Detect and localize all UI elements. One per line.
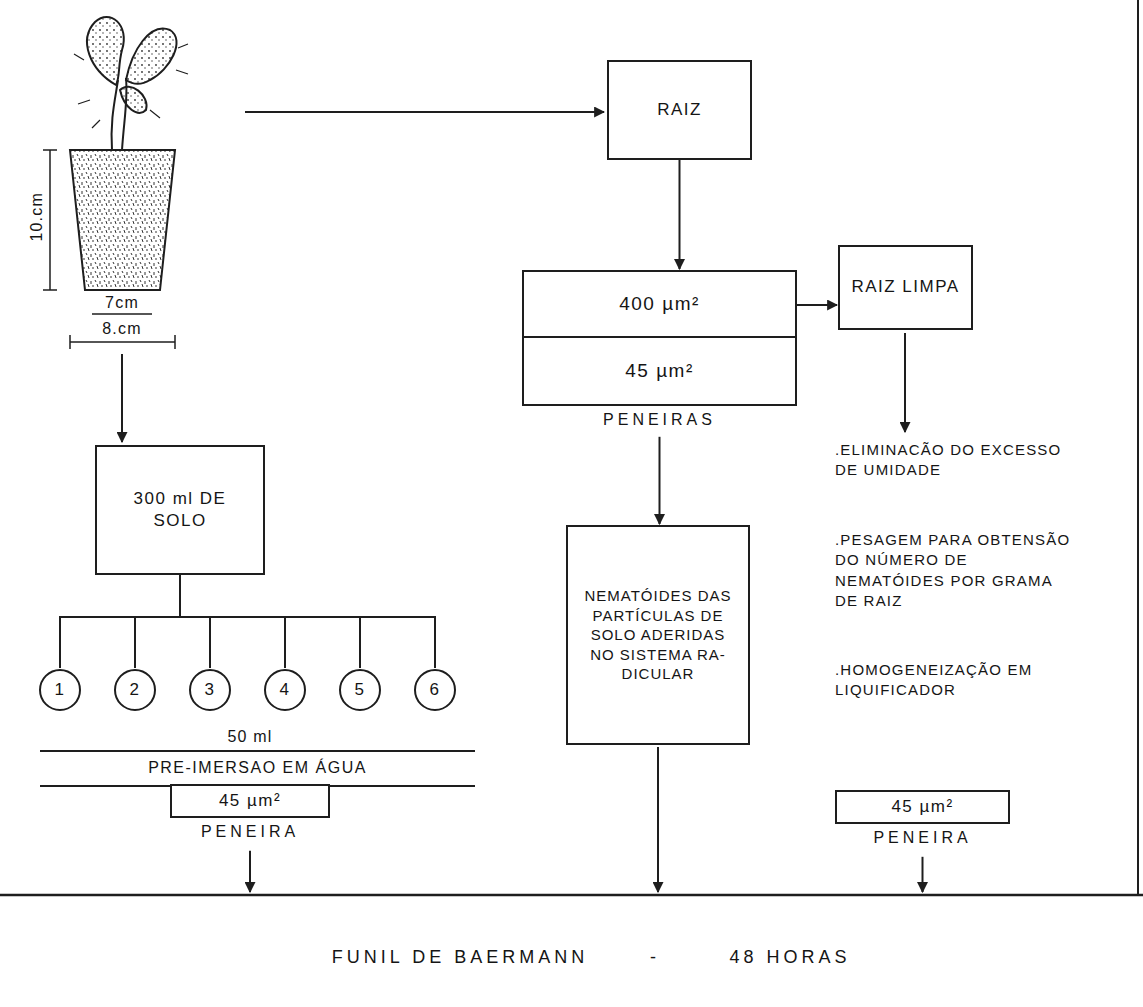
dimension-label: 10.cm <box>26 182 48 252</box>
dimension-label: 7cm <box>92 292 152 314</box>
flow-connector <box>135 575 180 668</box>
flow-connector <box>180 575 360 668</box>
volume-label: 50 ml <box>200 726 300 748</box>
flow-connector <box>180 575 210 668</box>
flow-connector <box>679 160 681 269</box>
sieve-cell: 45 µm² <box>522 338 797 406</box>
funnel-arrow <box>249 851 251 892</box>
box-text: NEMATÓIDES DAS PARTÍCULAS DE SOLO ADERID… <box>576 586 740 684</box>
callout-number: 1 <box>55 679 66 701</box>
sample-circle: 1 <box>38 668 82 712</box>
step-note: .ELIMINACÃO DO EXCESSO DE UMIDADE <box>835 440 1075 481</box>
callout-number: 2 <box>130 679 141 701</box>
step-note: .HOMOGENEIZAÇÃO EM LIQUIFICADOR <box>835 660 1075 701</box>
flow-connector <box>60 575 180 668</box>
mesh-size: 45 µm² <box>219 790 281 812</box>
mesh-size: 400 µm² <box>619 292 700 317</box>
box-text: RAIZ LIMPA <box>851 276 959 298</box>
mesh-size: 45 µm² <box>625 359 694 384</box>
flow-connector <box>659 437 661 524</box>
step-note: .PESAGEM PARA OBTENSÃO DO NÚMERO DE NEMA… <box>835 530 1075 611</box>
sieve-cell: 400 µm² <box>522 270 797 338</box>
funnel-label: - <box>640 945 670 969</box>
process-box: 300 ml DE SOLO <box>95 445 265 575</box>
sieve-cell: 45 µm² <box>835 790 1010 824</box>
result-box: NEMATÓIDES DAS PARTÍCULAS DE SOLO ADERID… <box>566 525 750 745</box>
funnel-arrow <box>922 857 924 892</box>
mesh-size: 45 µm² <box>891 796 953 818</box>
sieve-cell: 45 µm² <box>170 784 330 818</box>
sample-circle: 6 <box>413 668 457 712</box>
flow-connector <box>180 575 285 668</box>
flow-connector <box>797 304 837 306</box>
plant-illustration <box>43 17 188 349</box>
sample-circle: 2 <box>113 668 157 712</box>
funnel-arrow <box>657 747 659 892</box>
flow-arrows <box>0 0 1143 895</box>
callout-number: 5 <box>355 679 366 701</box>
callout-number: 6 <box>430 679 441 701</box>
soak-band: PRE-IMERSAO EM ÁGUA <box>40 750 475 787</box>
sieve-stack: 400 µm² 45 µm² PENEIRAS <box>522 270 797 437</box>
dimension-label: 8.cm <box>82 318 162 340</box>
sample-circle: 4 <box>263 668 307 712</box>
sample-circle: 3 <box>188 668 232 712</box>
funnel-label: 48 HORAS <box>690 945 890 969</box>
box-text: RAIZ <box>657 99 702 121</box>
callout-number: 3 <box>205 679 216 701</box>
flow-connector <box>180 575 435 668</box>
callout-number: 4 <box>280 679 291 701</box>
process-box: RAIZ LIMPA <box>838 245 973 330</box>
sample-circle: 5 <box>338 668 382 712</box>
sieve-caption: PENEIRA <box>170 818 330 849</box>
sieve-stack: 45 µm² PENEIRA <box>835 790 1010 855</box>
sieve-caption: PENEIRA <box>835 824 1010 855</box>
process-box: RAIZ <box>607 60 752 160</box>
sieve-caption: PENEIRAS <box>522 406 797 437</box>
sieve-stack: 45 µm² PENEIRA <box>170 784 330 849</box>
funnel-label: FUNIL DE BAERMANN <box>300 945 620 969</box>
box-text: 300 ml DE SOLO <box>105 488 255 532</box>
band-text: PRE-IMERSAO EM ÁGUA <box>40 758 475 779</box>
